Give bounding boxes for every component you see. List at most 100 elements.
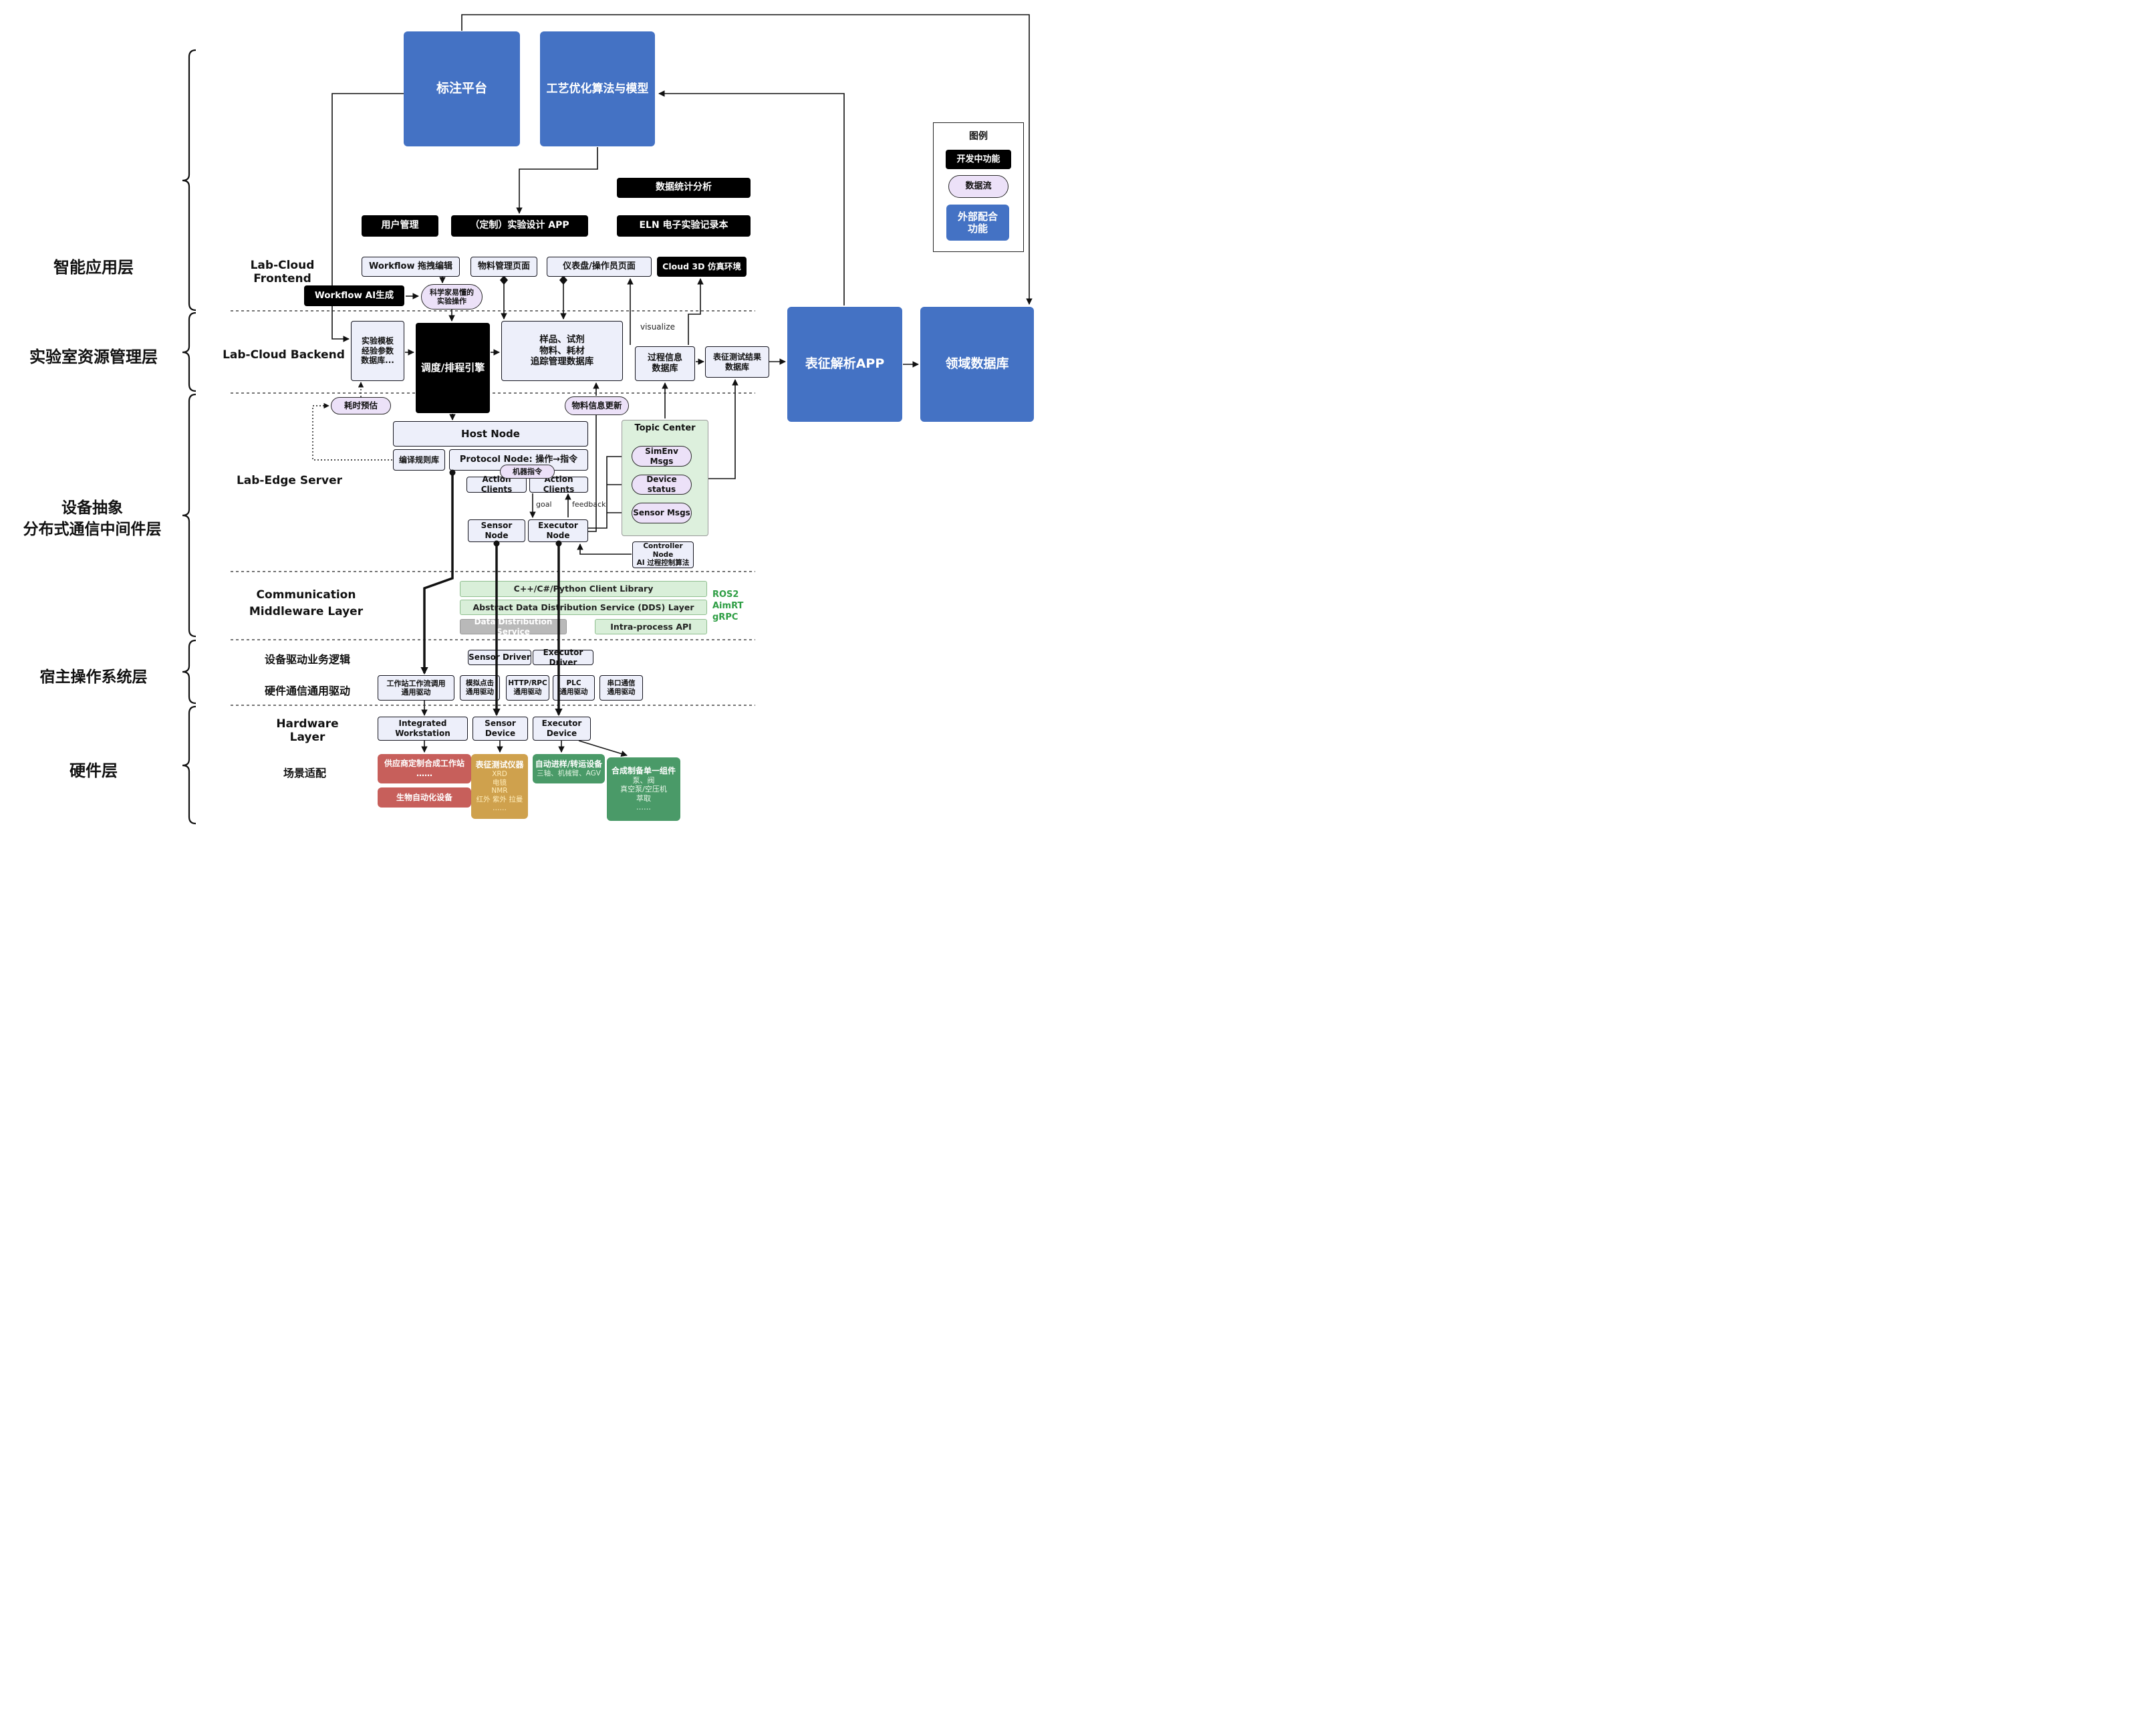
layer-label-middleware: 设备抽象 分布式通信中间件层 — [23, 499, 162, 539]
label-visualize: visualize — [640, 322, 675, 332]
node-action-clients-1: Action Clients — [466, 475, 527, 494]
label-grpc: gRPC — [712, 612, 738, 622]
bar-data-distribution: Data Distribution Service — [460, 617, 567, 636]
section-label-edge: Lab-Edge Server — [236, 474, 343, 487]
section-label-scene: 场景适配 — [283, 767, 326, 779]
section-label-driver-logic: 设备驱动业务逻辑 — [264, 653, 350, 666]
node-protocol-node: Protocol Node: 操作→指令 — [449, 449, 588, 471]
layer-label-app: 智能应用层 — [53, 258, 134, 277]
brace-hostos-layer — [182, 639, 196, 705]
node-data-stats: 数据统计分析 — [617, 178, 751, 198]
bar-dds-layer: Abstract Data Distribution Service (DDS)… — [460, 600, 707, 615]
node-template-db: 实验模板 经验参数 数据库... — [351, 321, 404, 381]
dotted-connectors — [312, 382, 392, 461]
brace-app-layer — [182, 49, 196, 312]
node-material-page: 物料管理页面 — [470, 257, 537, 277]
node-domain-db: 领域数据库 — [920, 307, 1034, 422]
label-ros2: ROS2 — [712, 590, 739, 600]
pill-scientist-operations: 科学家易懂的 实验操作 — [421, 284, 483, 310]
node-scheduler: 调度/排程引擎 — [416, 323, 490, 413]
node-process-info-db: 过程信息 数据库 — [635, 346, 695, 381]
node-sensor-driver: Sensor Driver — [468, 650, 531, 665]
node-action-clients-2: Action Clients — [529, 475, 588, 494]
node-executor-node: Executor Node — [528, 519, 588, 542]
node-dashboard-page: 仪表盘/操作员页面 — [547, 257, 652, 277]
node-driver-click: 模拟点击 通用驱动 — [460, 675, 500, 701]
section-label-hardware: Hardware Layer — [276, 717, 339, 744]
label-feedback: feedback — [572, 500, 606, 509]
node-workflow-ai: Workflow AI生成 — [304, 285, 404, 306]
brace-middleware-layer — [182, 393, 196, 638]
node-user-mgmt: 用户管理 — [362, 215, 438, 237]
node-scene-characterization: 表征测试仪器 XRD 电镜 NMR 红外 紫外 拉曼 …… — [471, 754, 528, 819]
brace-resource-layer — [182, 312, 196, 392]
node-workflow-editor: Workflow 拖拽编辑 — [362, 257, 460, 277]
braces — [182, 49, 196, 825]
scene-characterization-items: XRD 电镜 NMR 红外 紫外 拉曼 …… — [476, 769, 523, 812]
node-compile-rules: 编译规则库 — [393, 449, 445, 471]
node-executor-driver: Executor Driver — [533, 648, 593, 667]
node-char-result-db: 表征测试结果 数据库 — [705, 346, 769, 378]
node-driver-plc: PLC 通用驱动 — [553, 675, 595, 701]
node-scene-transfer: 自动进样/转运设备 三轴、机械臂、AGV — [533, 754, 605, 783]
node-custom-exp-app: （定制）实验设计 APP — [451, 215, 588, 237]
scene-transfer-title: 自动进样/转运设备 — [535, 759, 603, 769]
node-sensor-node: Sensor Node — [468, 519, 525, 542]
node-scene-supplier-workstation: 供应商定制合成工作站 …… — [378, 754, 471, 783]
node-cloud3d: Cloud 3D 仿真环境 — [657, 257, 747, 277]
thick-protocol-to-workstation-driver — [420, 473, 454, 675]
section-label-comm: Communication Middleware Layer — [249, 588, 364, 618]
scene-characterization-title: 表征测试仪器 — [475, 760, 524, 770]
label-middleware-stacks: ROS2 AimRT gRPC — [712, 590, 743, 624]
node-controller-node: Controller Node AI 过程控制算法 — [632, 541, 694, 568]
topic-center-title: Topic Center — [634, 423, 696, 433]
aggregation-diamonds — [500, 275, 567, 285]
node-characterization-app: 表征解析APP — [787, 307, 902, 422]
pill-machine-command: 机器指令 — [500, 465, 555, 479]
node-eln: ELN 电子实验记录本 — [617, 215, 751, 237]
pill-device-status: Device status — [632, 475, 692, 495]
brace-hardware-layer — [182, 705, 196, 825]
node-driver-http: HTTP/RPC 通用驱动 — [506, 675, 549, 701]
scene-synthesis-items: 泵、阀 真空泵/空压机 萃取 …… — [620, 776, 667, 812]
section-label-frontend: Lab-Cloud Frontend — [250, 259, 315, 285]
arrow-topic-to-resultdb — [707, 379, 738, 479]
scene-transfer-items: 三轴、机械臂、AGV — [537, 769, 601, 777]
pill-sensor-msgs: Sensor Msgs — [632, 503, 692, 523]
node-host-node: Host Node — [393, 421, 588, 447]
arrow-hwexecutor-to-synth — [578, 740, 628, 757]
layer-label-hardware: 硬件层 — [70, 761, 118, 780]
layer-label-hostos: 宿主操作系统层 — [39, 668, 148, 686]
node-scene-bio-automation: 生物自动化设备 — [378, 787, 471, 808]
node-annotation-platform: 标注平台 — [404, 31, 520, 146]
node-sample-db: 样品、试剂 物料、耗材 追踪管理数据库 — [501, 321, 623, 381]
legend-external: 外部配合 功能 — [946, 205, 1009, 241]
node-executor-device: Executor Device — [533, 717, 591, 741]
scene-synthesis-title: 合成制备单一组件 — [611, 766, 676, 776]
bar-client-library: C++/C#/Python Client Library — [460, 581, 707, 597]
node-integrated-workstation: Integrated Workstation — [378, 717, 468, 741]
pill-simenv-msgs: SimEnv Msgs — [632, 446, 692, 467]
legend-in-dev: 开发中功能 — [946, 150, 1011, 169]
pill-time-estimate: 耗时预估 — [331, 397, 391, 414]
node-scene-synthesis: 合成制备单一组件 泵、阀 真空泵/空压机 萃取 …… — [607, 757, 680, 821]
architecture-diagram: 智能应用层 实验室资源管理层 设备抽象 分布式通信中间件层 宿主操作系统层 硬件… — [0, 0, 1078, 860]
layer-label-resource: 实验室资源管理层 — [29, 348, 158, 366]
node-sensor-device: Sensor Device — [473, 717, 528, 741]
node-driver-workstation: 工作站工作流调用 通用驱动 — [378, 675, 454, 701]
label-goal: goal — [536, 500, 552, 509]
arrow-processopt-to-customapp — [516, 147, 598, 214]
pill-material-update: 物料信息更新 — [565, 396, 629, 415]
section-label-hw-driver: 硬件通信通用驱动 — [264, 685, 350, 697]
bar-intra-process-api: Intra-process API — [595, 619, 707, 634]
node-driver-serial: 串口通信 通用驱动 — [599, 675, 643, 701]
node-process-optimization: 工艺优化算法与模型 — [540, 31, 655, 146]
section-label-backend: Lab-Cloud Backend — [223, 348, 345, 362]
arrow-controller-to-executor — [577, 543, 632, 555]
link-executor-to-materialpill — [588, 415, 597, 532]
legend-title: 图例 — [969, 131, 988, 142]
arrow-processdb-to-cloud3d — [688, 278, 704, 345]
label-aimrt: AimRT — [712, 600, 744, 611]
legend: 图例 开发中功能 数据流 外部配合 功能 — [933, 122, 1024, 252]
legend-data-flow: 数据流 — [948, 175, 1008, 198]
